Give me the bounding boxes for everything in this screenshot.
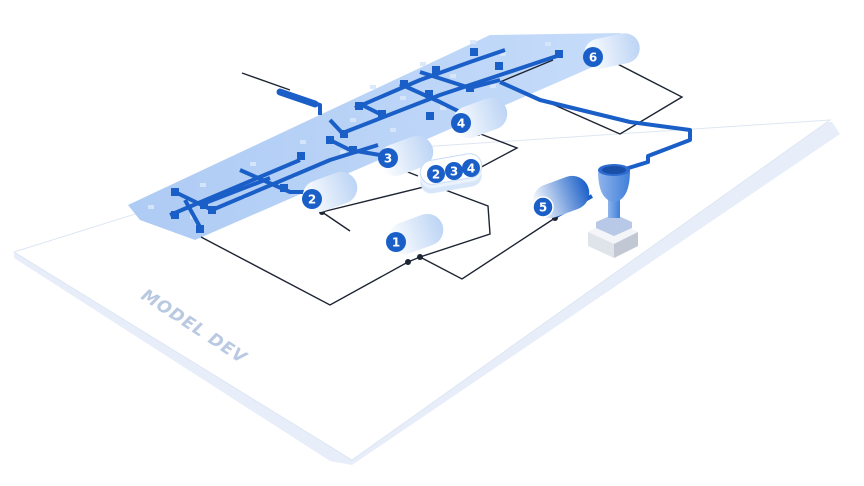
stack-label-3: 4 [467,162,475,176]
trophy-icon [588,164,638,258]
badge-2[interactable]: 2 [298,167,362,216]
badge-stack[interactable]: 2 3 4 [418,152,483,195]
stack-label-1: 2 [432,168,440,182]
badge-3[interactable]: 3 [374,131,438,180]
badge-1[interactable]: 1 [384,209,448,258]
thick-wire-accent [276,88,319,108]
badge-4[interactable]: 4 [448,93,512,142]
badge-3-label: 3 [384,152,392,166]
badge-1-label: 1 [392,236,400,250]
badge-5[interactable]: 5 [528,171,594,223]
stack-label-2: 3 [450,165,458,179]
badge-6-label: 6 [589,51,597,65]
badge-5-label: 5 [539,201,547,215]
badge-2-label: 2 [308,193,316,207]
junction-nodes [171,48,563,233]
thick-wires [169,48,692,228]
badge-6[interactable]: 6 [581,31,642,72]
badge-4-label: 4 [457,117,465,131]
